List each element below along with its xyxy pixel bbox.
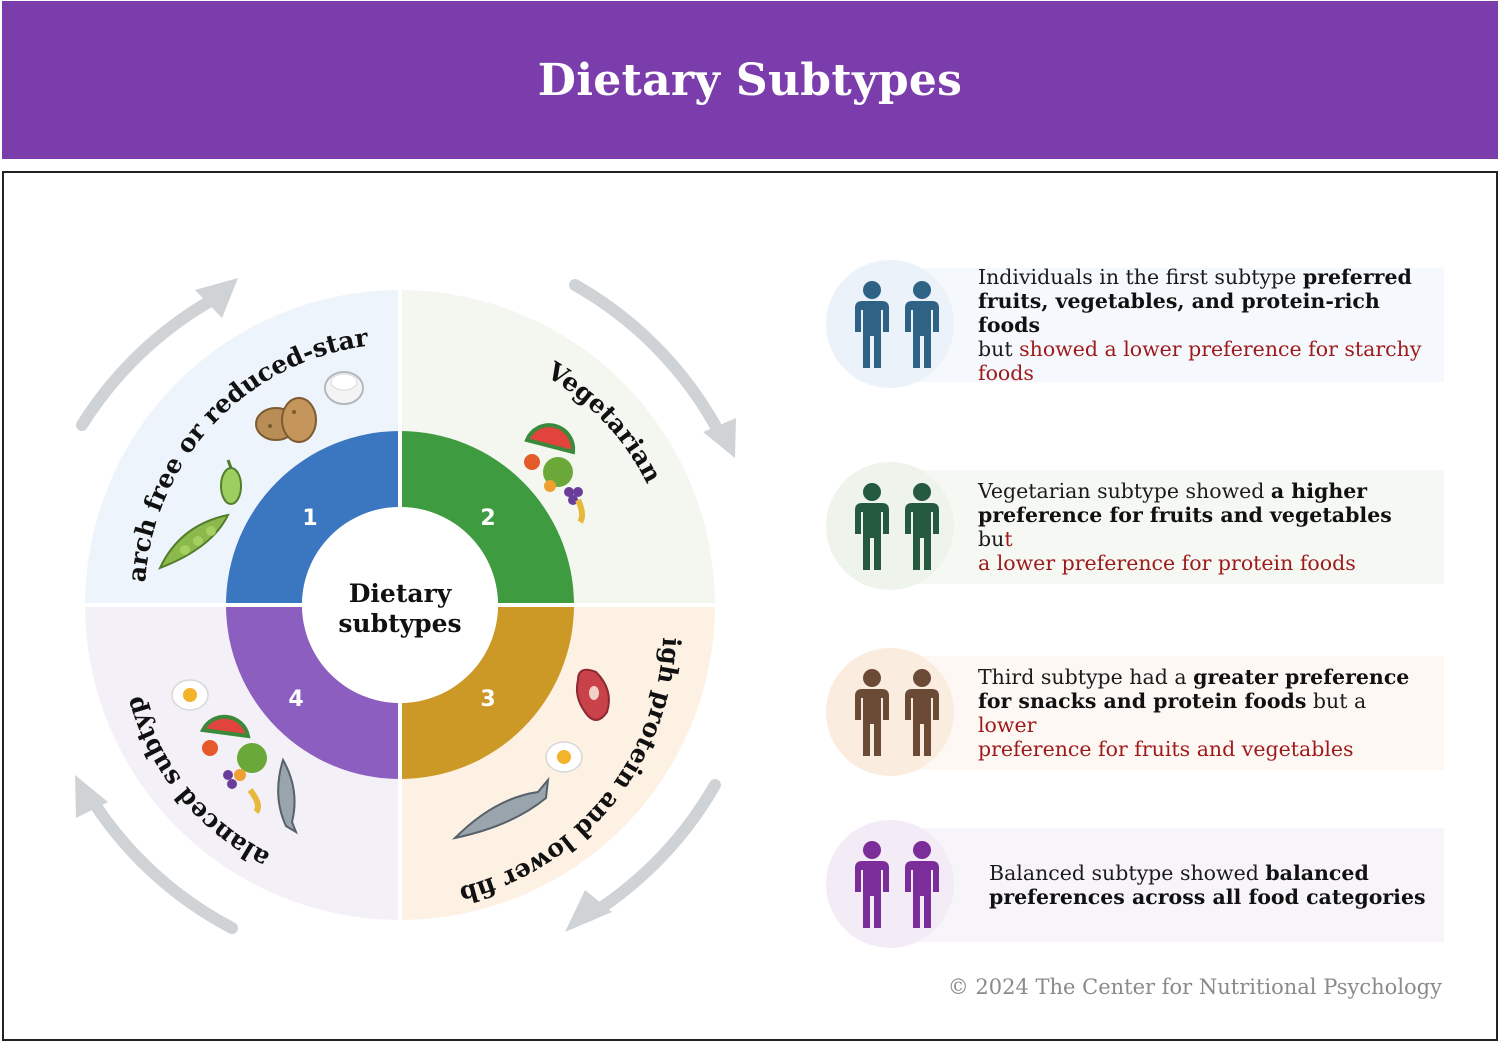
card-description: Individuals in the first subtype preferr… [978, 265, 1430, 385]
cycle-arrows [76, 279, 721, 934]
subtype-card-3: Third subtype had a greater preference f… [826, 648, 1444, 776]
card-text-bold: greater preference [1193, 665, 1410, 689]
card-band [890, 656, 1444, 770]
ring-sector-4 [226, 605, 400, 779]
center-circle [302, 507, 498, 703]
arrow-head-top-left [195, 278, 238, 318]
center-label-line1: Dietary [349, 579, 453, 608]
arrow-bottom-right [584, 779, 721, 921]
header-banner: Dietary Subtypes [2, 1, 1498, 159]
card-icon-circle [826, 648, 954, 776]
card-text-plain: Vegetarian subtype showed [978, 479, 1271, 503]
segment-number-4: 4 [288, 687, 303, 712]
arrow-head-top-right [703, 418, 736, 458]
card-band [890, 470, 1444, 584]
arrow-bottom-left [86, 794, 238, 934]
card-text-plain: but a [1306, 689, 1367, 713]
card-description: Vegetarian subtype showed a higher prefe… [978, 479, 1430, 575]
card-text-bold: a higher [1270, 479, 1368, 503]
subtype-card-4: Balanced subtype showed balanced prefere… [826, 820, 1444, 948]
card-text-bold: preferences across all food categories [989, 885, 1426, 909]
copyright-notice: © 2024 The Center for Nutritional Psycho… [947, 975, 1442, 999]
page-title: Dietary Subtypes [537, 54, 963, 106]
fish-icon [451, 776, 550, 840]
card-text-bold: preference for fruits and vegetables [978, 503, 1392, 527]
rice-bowl-icon [324, 371, 364, 405]
arrow-heads [75, 278, 736, 932]
card-text-bold: fruits, vegetables, and protein-rich foo… [978, 289, 1380, 337]
arrow-head-bottom-right [565, 890, 612, 932]
card-band [890, 268, 1444, 382]
arrow-head-bottom-left [75, 775, 108, 818]
fish-icon-balanced [277, 757, 299, 835]
card-text-bold: preferred [1302, 265, 1412, 289]
card-description: Third subtype had a greater preference f… [978, 665, 1430, 761]
card-text-plain: Balanced subtype showed [989, 861, 1266, 885]
arrow-top-right [569, 279, 721, 431]
card-text-negative: a lower preference for protein foods [978, 551, 1356, 575]
fruit-basket-icon [524, 423, 586, 524]
card-text-negative: t [1004, 527, 1013, 551]
card-text-bold: balanced [1265, 861, 1369, 885]
card-icon-circle [826, 260, 954, 388]
arrow-top-left [76, 294, 218, 431]
egg-icon-balanced [171, 679, 209, 711]
card-icon-circle [826, 462, 954, 590]
card-text-plain: Third subtype had a [978, 665, 1194, 689]
card-text-plain: but [978, 337, 1020, 361]
ring-sector-1 [226, 431, 400, 605]
center-label-line2: subtypes [338, 609, 461, 638]
segment-number-2: 2 [480, 506, 495, 531]
person-pair-icon [855, 841, 939, 928]
segment-number-3: 3 [480, 687, 495, 712]
card-band [890, 828, 1444, 942]
fried-egg-icon [545, 741, 583, 773]
green-pepper-icon [220, 459, 242, 505]
potato-icon [255, 397, 317, 443]
ring-sector-2 [400, 431, 574, 605]
card-text-negative: preference for fruits and vegetables [978, 737, 1354, 761]
person-pair-icon [855, 281, 939, 368]
person-pair-icon [855, 669, 939, 756]
card-text-plain: bu [978, 527, 1005, 551]
steak-icon [575, 668, 610, 721]
mixed-foods-icon [199, 714, 267, 814]
subtype-card-1: Individuals in the first subtype preferr… [826, 260, 1444, 388]
pea-pod-icon [158, 513, 230, 570]
card-text-negative: foods [978, 361, 1034, 385]
card-text-plain: Individuals in the first subtype [978, 265, 1303, 289]
ring-sector-3 [400, 605, 574, 779]
card-text-negative: lower [978, 713, 1037, 737]
card-description: Balanced subtype showed balanced prefere… [989, 861, 1430, 909]
card-text-bold: for snacks and protein foods [978, 689, 1307, 713]
card-text-negative: showed a lower preference for starchy [1019, 337, 1422, 361]
person-pair-icon [855, 483, 939, 570]
segment-number-1: 1 [302, 506, 317, 531]
card-icon-circle [826, 820, 954, 948]
subtype-card-2: Vegetarian subtype showed a higher prefe… [826, 462, 1444, 590]
